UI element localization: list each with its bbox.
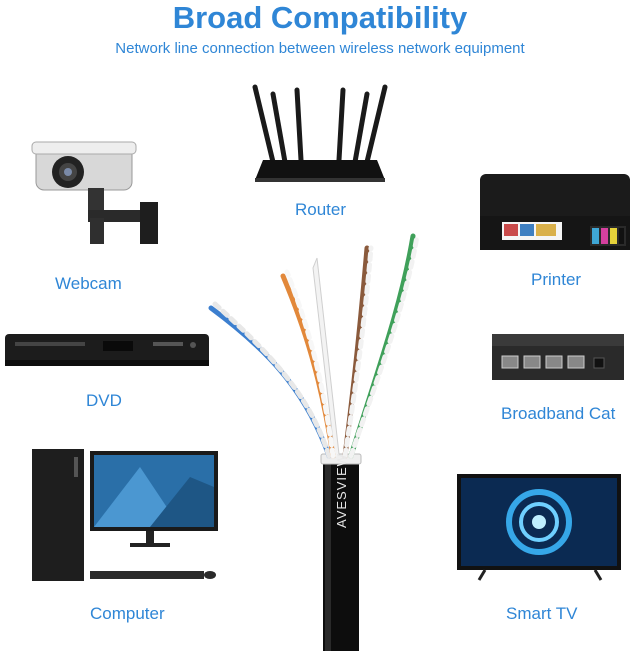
smart-tv-image <box>455 472 625 582</box>
computer-image <box>30 447 220 585</box>
computer-label: Computer <box>90 604 165 623</box>
dvd-label: DVD <box>86 391 122 410</box>
switch-image <box>490 330 626 386</box>
page-title: Broad Compatibility <box>172 0 468 35</box>
ethernet-cable-image <box>205 228 425 651</box>
smart-tv-label: Smart TV <box>506 604 578 623</box>
page-subtitle: Network line connection between wireless… <box>115 40 525 57</box>
webcam-image <box>28 140 168 255</box>
broadband-label: Broadband Cat <box>501 404 616 423</box>
dvd-player-image <box>3 328 211 370</box>
cable-brand: AVESVIEW <box>334 453 349 528</box>
printer-image <box>474 170 636 255</box>
printer-label: Printer <box>531 270 582 289</box>
router-label: Router <box>295 200 347 219</box>
router-image <box>245 82 395 187</box>
webcam-label: Webcam <box>55 274 122 293</box>
